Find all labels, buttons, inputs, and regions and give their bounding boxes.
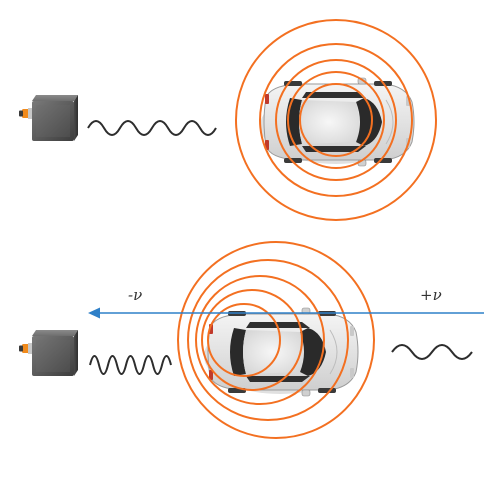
velocity-arrow [88, 307, 484, 319]
scene-moving: -ν +ν [19, 241, 484, 439]
emitted-wave-top [87, 120, 217, 136]
plus-velocity-label: +ν [420, 286, 442, 304]
received-wave-compressed [89, 355, 172, 375]
scene-stationary [19, 19, 437, 221]
arrow-left-icon [88, 307, 100, 319]
sensor-icon [19, 330, 78, 376]
sensor-icon [19, 95, 78, 141]
received-wave-stretched [391, 344, 473, 360]
reflection-rings-top [235, 19, 437, 221]
reflection-rings-bottom [177, 241, 375, 439]
minus-velocity-label: -ν [128, 286, 142, 304]
